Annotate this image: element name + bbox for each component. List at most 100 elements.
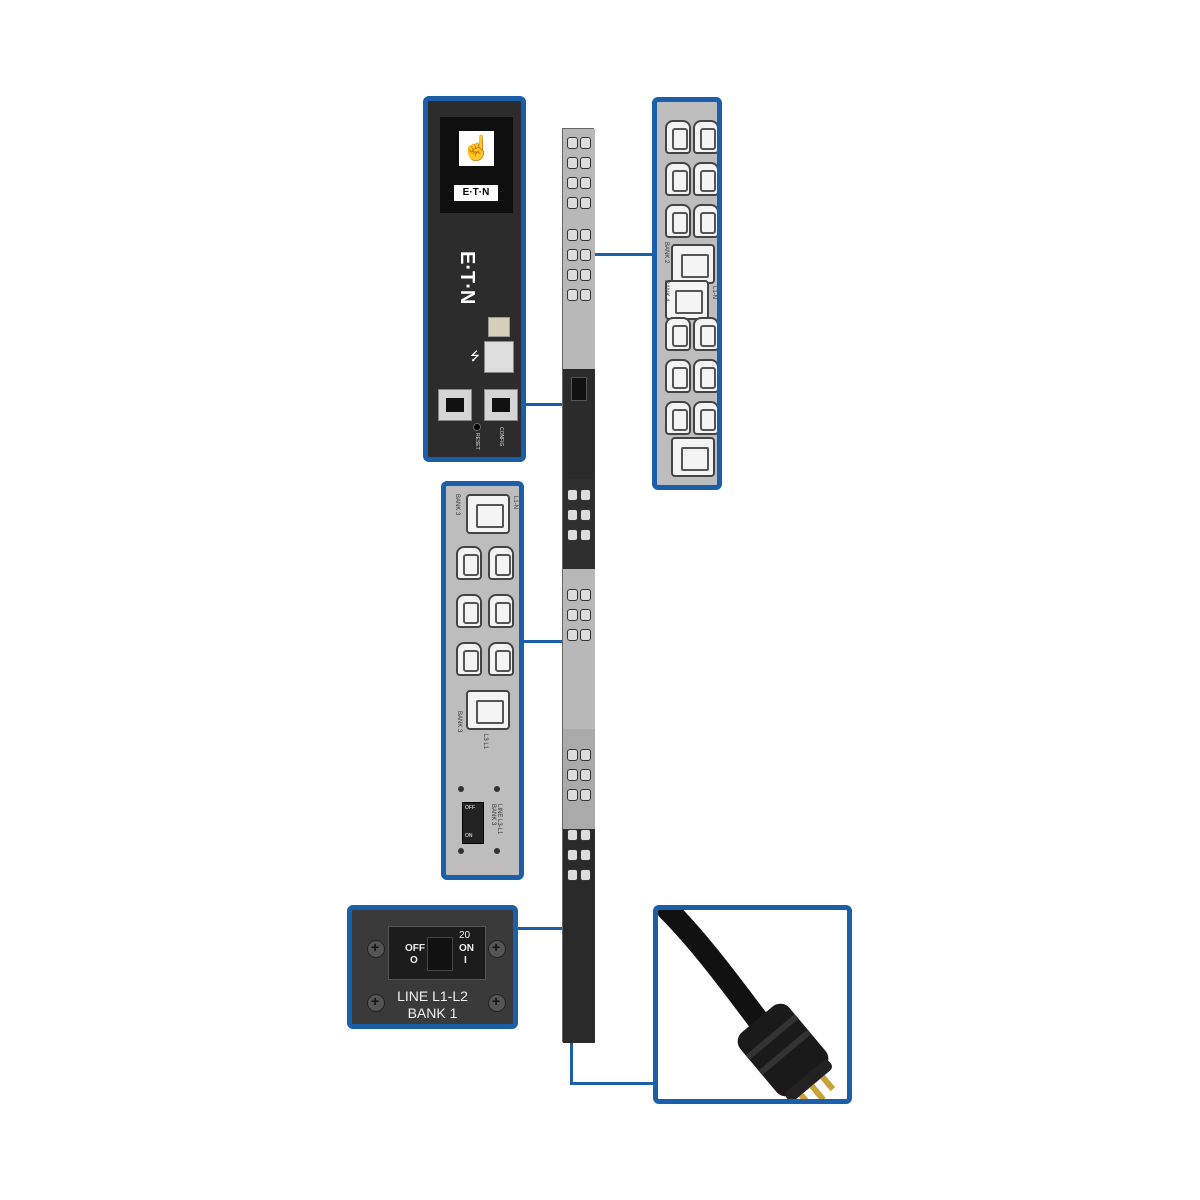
display-panel: ☝ E·T·N [440, 117, 513, 213]
strip-outlet [567, 589, 578, 601]
strip-outlet [580, 489, 591, 501]
c13-outlet [665, 120, 691, 154]
small-breaker-label: LINE L3-L1 BANK 3 [490, 804, 502, 835]
screw [494, 786, 500, 792]
c13-outlet [693, 120, 717, 154]
strip-outlet [580, 197, 591, 209]
c13-outlet [665, 204, 691, 238]
touch-hand-icon: ☝ [459, 131, 494, 166]
strip-outlet [567, 529, 578, 541]
strip-outlet [567, 869, 578, 881]
breaker-line-label: LINE L1-L2 [397, 988, 468, 1004]
bank-label-top: BANK 2 [663, 242, 669, 264]
breaker-bank-label: BANK 1 [407, 1005, 458, 1021]
c13-outlet [456, 546, 482, 580]
strip-outlet [580, 509, 591, 521]
strip-outlet [580, 249, 591, 261]
strip-outlet [580, 177, 591, 189]
line-label: L1-N [711, 286, 717, 300]
strip-outlet [580, 829, 591, 841]
strip-outlet [567, 629, 578, 641]
c13-outlet [665, 401, 691, 435]
c13-outlet [665, 317, 691, 351]
strip-outlet [580, 157, 591, 169]
line-label-top: L1-N [512, 496, 518, 510]
c13-outlet [693, 204, 717, 238]
strip-outlet [567, 489, 578, 501]
c19-outlet [466, 494, 510, 534]
breaker-on-label: ON [459, 943, 474, 954]
strip-outlet [567, 829, 578, 841]
strip-outlet [580, 529, 591, 541]
screw [458, 786, 464, 792]
strip-controller [563, 369, 595, 479]
small-breaker[interactable]: OFF ON [462, 802, 484, 844]
screw [367, 939, 385, 958]
screw [458, 848, 464, 854]
line-label-mid: L3 L1 [482, 734, 488, 750]
strip-outlet [580, 629, 591, 641]
c13-outlet [665, 162, 691, 196]
strip-outlet [580, 869, 591, 881]
strip-outlet [580, 229, 591, 241]
eaton-logo-vertical: E·T·N [456, 251, 478, 305]
screw [488, 939, 506, 958]
left-outlets-callout: BANK 3 L1-N BANK 3 L3 L1 OFF ON LINE L3-… [441, 481, 524, 880]
c13-outlet [693, 162, 717, 196]
callout-line-plug-h [570, 1082, 656, 1085]
reset-label: RESET [474, 433, 480, 450]
strip-outlet [580, 137, 591, 149]
strip-outlet [580, 269, 591, 281]
c13-outlet [488, 594, 514, 628]
eaton-logo-small: E·T·N [454, 185, 498, 201]
strip-outlet [580, 289, 591, 301]
breaker-callout: 20 OFF O ON I LINE L1-L2 BANK 1 [347, 905, 518, 1029]
strip-outlet [567, 789, 578, 801]
right-outlets-callout: BANK 2 BANK 4 L1-N [652, 97, 722, 490]
breaker-off-symbol: O [410, 955, 418, 966]
plug-callout [653, 905, 852, 1104]
usb-a-ports[interactable] [484, 341, 514, 373]
strip-outlet [580, 849, 591, 861]
strip-outlet [567, 609, 578, 621]
c13-outlet [693, 317, 717, 351]
reset-button[interactable] [473, 423, 481, 431]
callout-line-plug-v [570, 1042, 573, 1084]
breaker-switch-housing: 20 OFF O ON I [388, 926, 486, 980]
screw [488, 993, 506, 1012]
strip-outlet [580, 789, 591, 801]
breaker-off-label: OFF [405, 943, 425, 954]
breaker-rating: 20 [459, 930, 471, 941]
strip-outlet [580, 749, 591, 761]
config-port[interactable] [484, 389, 518, 421]
breaker-toggle[interactable] [427, 937, 453, 971]
network-port[interactable] [438, 389, 472, 421]
c13-outlet [693, 359, 717, 393]
c13-outlet [456, 594, 482, 628]
c13-outlet [693, 401, 717, 435]
strip-outlet [567, 197, 578, 209]
callout-line-controller [524, 403, 562, 406]
strip-outlet [580, 609, 591, 621]
strip-outlet [567, 769, 578, 781]
c19-outlet [466, 690, 510, 730]
strip-outlet [567, 289, 578, 301]
c19-outlet [665, 280, 709, 320]
bank-label-top: BANK 3 [454, 494, 460, 516]
small-breaker-off: OFF [465, 805, 475, 811]
strip-outlet [567, 137, 578, 149]
usb-b-port[interactable] [488, 317, 510, 337]
callout-line-breaker [516, 927, 562, 930]
c13-outlet [488, 642, 514, 676]
c19-outlet [671, 437, 715, 477]
strip-outlet [580, 769, 591, 781]
strip-outlet [567, 849, 578, 861]
bank-label-mid: BANK 3 [456, 711, 462, 733]
c13-outlet [488, 546, 514, 580]
callout-line-left-outlets [522, 640, 562, 643]
usb-icon: ⭍ [470, 349, 480, 363]
strip-outlet [567, 749, 578, 761]
screw [367, 993, 385, 1012]
strip-outlet [567, 177, 578, 189]
